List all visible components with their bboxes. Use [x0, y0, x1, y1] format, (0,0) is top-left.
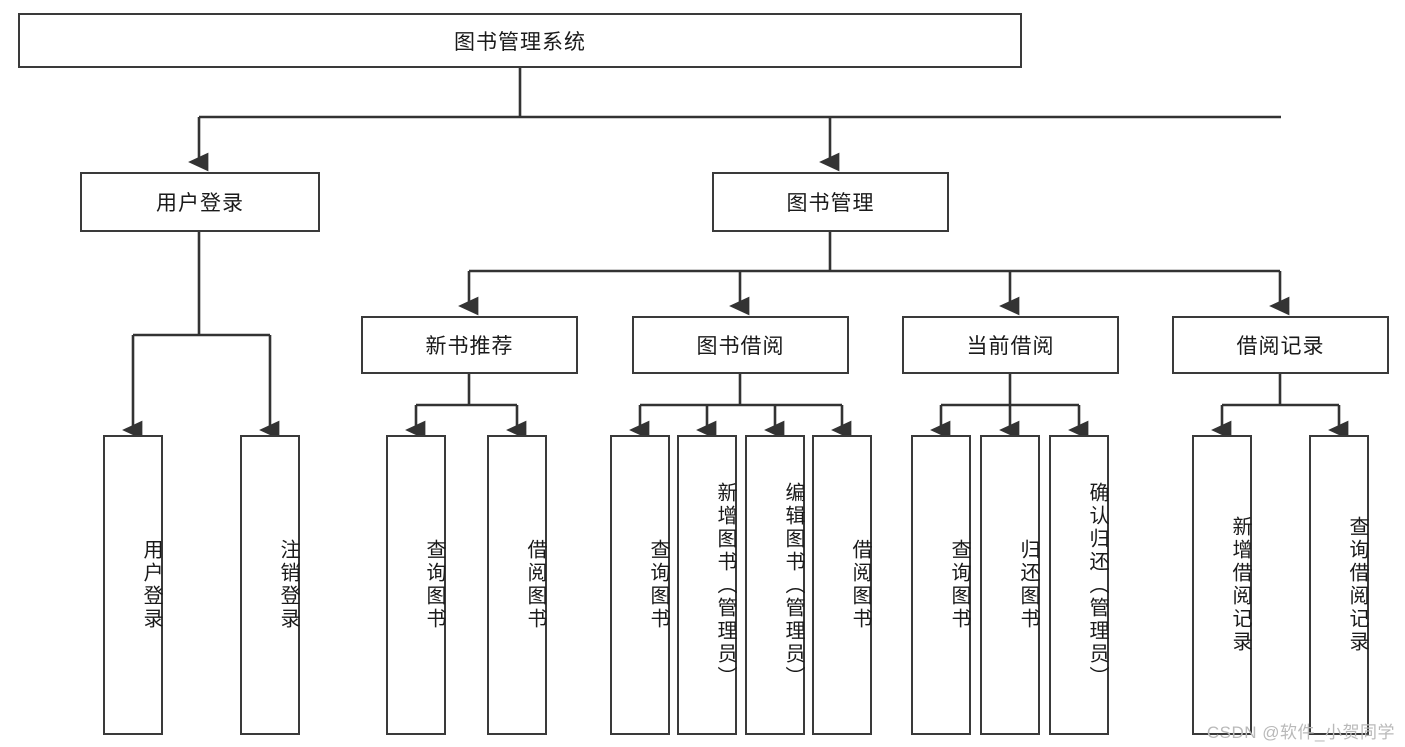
node-new-book-recommend[interactable]: 新书推荐: [361, 316, 578, 374]
node-leaf-confirm-return[interactable]: 确认归还（管理员）: [1049, 435, 1109, 735]
node-leaf-user-login[interactable]: 用户登录: [103, 435, 163, 735]
node-leaf-borrow-book-2[interactable]: 借阅图书: [812, 435, 872, 735]
node-leaf-query-book-1-label: 查询图书: [423, 539, 445, 631]
node-new-book-recommend-label: 新书推荐: [425, 335, 514, 358]
node-leaf-query-book-2-label: 查询图书: [647, 539, 669, 631]
node-leaf-edit-book-label: 编辑图书（管理员）: [782, 481, 804, 689]
node-user-login[interactable]: 用户登录: [80, 172, 320, 232]
node-leaf-add-book-label: 新增图书（管理员）: [714, 481, 736, 689]
node-leaf-logout-login[interactable]: 注销登录: [240, 435, 300, 735]
node-leaf-user-login-label: 用户登录: [140, 539, 162, 631]
node-leaf-logout-login-label: 注销登录: [277, 539, 299, 631]
node-leaf-query-book-2[interactable]: 查询图书: [610, 435, 670, 735]
node-leaf-query-book-1[interactable]: 查询图书: [386, 435, 446, 735]
node-leaf-add-borrow-record[interactable]: 新增借阅记录: [1192, 435, 1252, 735]
node-current-borrow-label: 当前借阅: [966, 335, 1055, 358]
node-root[interactable]: 图书管理系统: [18, 13, 1022, 68]
node-leaf-return-book-label: 归还图书: [1017, 539, 1039, 631]
node-book-management-label: 图书管理: [786, 192, 875, 215]
node-book-borrow-label: 图书借阅: [696, 335, 785, 358]
node-leaf-add-book[interactable]: 新增图书（管理员）: [677, 435, 737, 735]
node-borrow-record[interactable]: 借阅记录: [1172, 316, 1389, 374]
node-leaf-return-book[interactable]: 归还图书: [980, 435, 1040, 735]
node-leaf-query-book-3[interactable]: 查询图书: [911, 435, 971, 735]
node-leaf-borrow-book-1[interactable]: 借阅图书: [487, 435, 547, 735]
node-leaf-borrow-book-1-label: 借阅图书: [524, 539, 546, 631]
node-current-borrow[interactable]: 当前借阅: [902, 316, 1119, 374]
node-user-login-label: 用户登录: [156, 192, 244, 215]
node-book-borrow[interactable]: 图书借阅: [632, 316, 849, 374]
node-root-label: 图书管理系统: [454, 30, 586, 54]
node-leaf-query-borrow-record-label: 查询借阅记录: [1346, 516, 1368, 654]
node-leaf-borrow-book-2-label: 借阅图书: [849, 539, 871, 631]
node-leaf-query-book-3-label: 查询图书: [948, 539, 970, 631]
node-borrow-record-label: 借阅记录: [1236, 335, 1325, 358]
csdn-watermark: CSDN @软件_小贺同学: [1206, 723, 1395, 742]
node-leaf-query-borrow-record[interactable]: 查询借阅记录: [1309, 435, 1369, 735]
node-leaf-add-borrow-record-label: 新增借阅记录: [1229, 516, 1251, 654]
node-leaf-edit-book[interactable]: 编辑图书（管理员）: [745, 435, 805, 735]
node-book-management[interactable]: 图书管理: [712, 172, 949, 232]
node-leaf-confirm-return-label: 确认归还（管理员）: [1086, 481, 1108, 689]
